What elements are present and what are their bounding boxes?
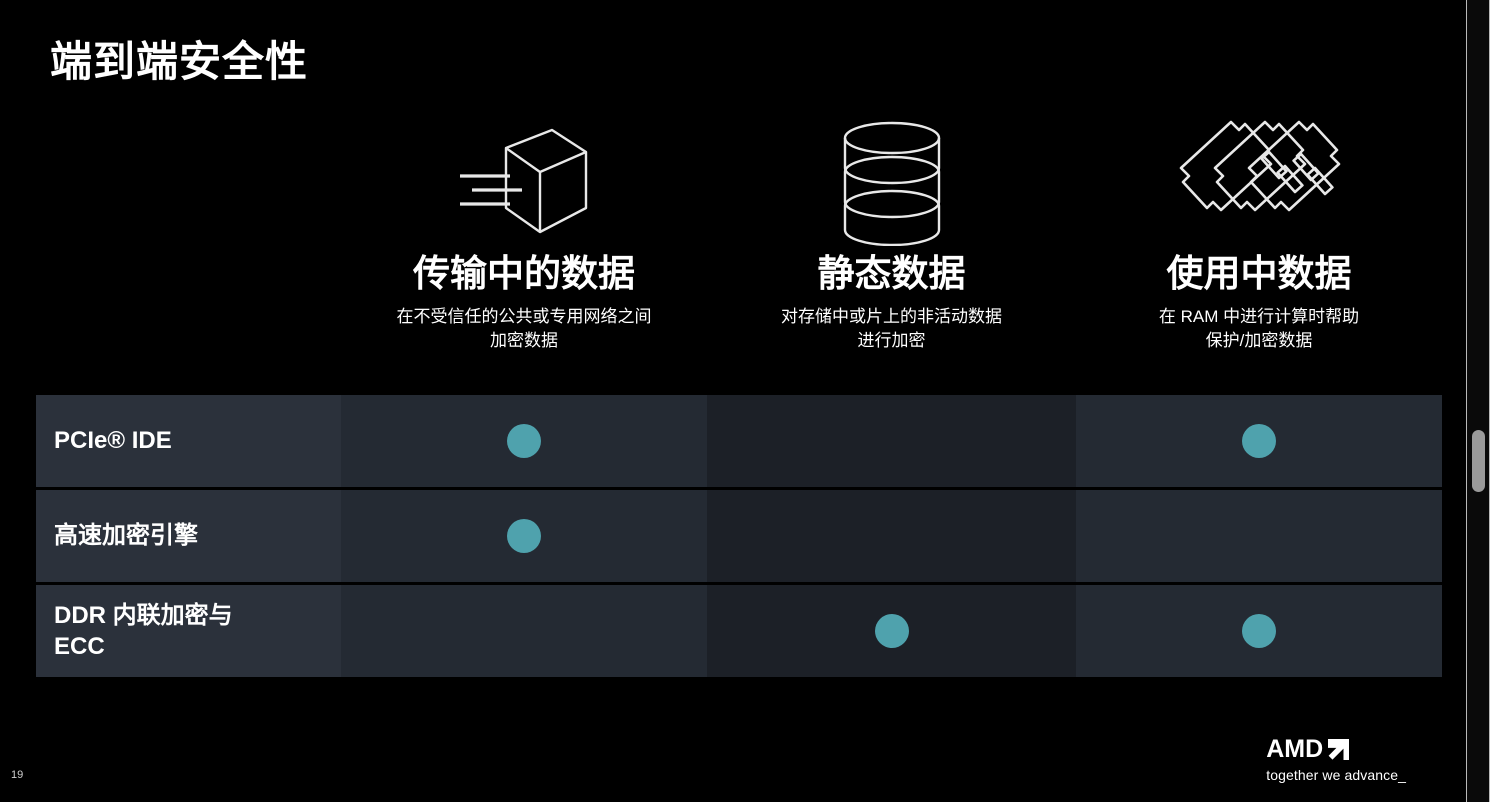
cell-pcie-ide-at-rest xyxy=(707,395,1076,487)
memory-dimm-icon xyxy=(1076,112,1442,252)
column-subtitle: 在 RAM 中进行计算时帮助 保护/加密数据 xyxy=(1076,305,1442,354)
cell-ddr-inline-encryption-ecc-at-rest xyxy=(707,585,1076,677)
support-dot xyxy=(874,614,909,648)
column-subtitle-line1: 在不受信任的公共或专用网络之间 xyxy=(396,306,652,326)
column-subtitle: 对存储中或片上的非活动数据 进行加密 xyxy=(707,305,1076,354)
column-subtitle-line1: 对存储中或片上的非活动数据 xyxy=(781,306,1002,326)
row-label-high-speed-crypto-engine: 高速加密引擎 xyxy=(36,490,341,582)
amd-tagline: together we advance_ xyxy=(1266,767,1406,783)
column-subtitle-line2: 保护/加密数据 xyxy=(1205,331,1313,351)
page-number: 19 xyxy=(11,769,24,781)
page-title: 端到端安全性 xyxy=(50,38,309,85)
support-dot xyxy=(507,519,541,553)
column-title: 传输中的数据 xyxy=(413,253,635,294)
row-label-pcie-ide: PCIe® IDE xyxy=(36,395,341,487)
column-subtitle: 在不受信任的公共或专用网络之间 加密数据 xyxy=(341,305,707,354)
amd-brand-text: AMD xyxy=(1266,735,1324,763)
column-title: 静态数据 xyxy=(817,253,966,294)
support-dot xyxy=(1242,614,1276,648)
support-dot xyxy=(1242,424,1276,458)
row-label-line1: DDR 内联加密与 xyxy=(54,601,233,629)
column-subtitle-line2: 进行加密 xyxy=(857,331,926,351)
table-row: DDR 内联加密与 ECC xyxy=(36,585,1442,677)
column-subtitle-line1: 在 RAM 中进行计算时帮助 xyxy=(1158,306,1360,326)
cell-pcie-ide-in-use xyxy=(1076,395,1442,487)
database-stack-icon xyxy=(707,112,1076,252)
table-row: 高速加密引擎 xyxy=(36,490,1442,582)
column-subtitle-line2: 加密数据 xyxy=(490,331,558,351)
cube-in-motion-icon xyxy=(341,112,707,252)
cell-high-speed-crypto-engine-in-use xyxy=(1076,490,1442,582)
support-dot xyxy=(507,424,541,458)
row-label-ddr-inline-encryption-ecc: DDR 内联加密与 ECC xyxy=(36,585,341,677)
row-label-line2: ECC xyxy=(54,633,105,660)
column-header-data-in-transit: 传输中的数据 在不受信任的公共或专用网络之间 加密数据 xyxy=(341,112,707,354)
scrollbar-thumb[interactable] xyxy=(1472,430,1485,492)
amd-arrow-icon xyxy=(1328,739,1350,760)
table-row: PCIe® IDE xyxy=(36,395,1442,487)
amd-wordmark: AMD xyxy=(1266,737,1406,762)
column-header-data-in-use: 使用中数据 在 RAM 中进行计算时帮助 保护/加密数据 xyxy=(1076,112,1442,354)
cell-high-speed-crypto-engine-at-rest xyxy=(707,490,1076,582)
cell-pcie-ide-in-transit xyxy=(341,395,707,487)
vertical-scrollbar[interactable] xyxy=(1466,0,1490,802)
cell-ddr-inline-encryption-ecc-in-use xyxy=(1076,585,1442,677)
column-title: 使用中数据 xyxy=(1166,253,1352,294)
column-header-data-at-rest: 静态数据 对存储中或片上的非活动数据 进行加密 xyxy=(707,112,1076,354)
cell-high-speed-crypto-engine-in-transit xyxy=(341,490,707,582)
cell-ddr-inline-encryption-ecc-in-transit xyxy=(341,585,707,677)
amd-logo: AMD together we advance_ xyxy=(1266,737,1406,783)
support-matrix-table: PCIe® IDE 高速加密引擎 xyxy=(36,395,1442,677)
